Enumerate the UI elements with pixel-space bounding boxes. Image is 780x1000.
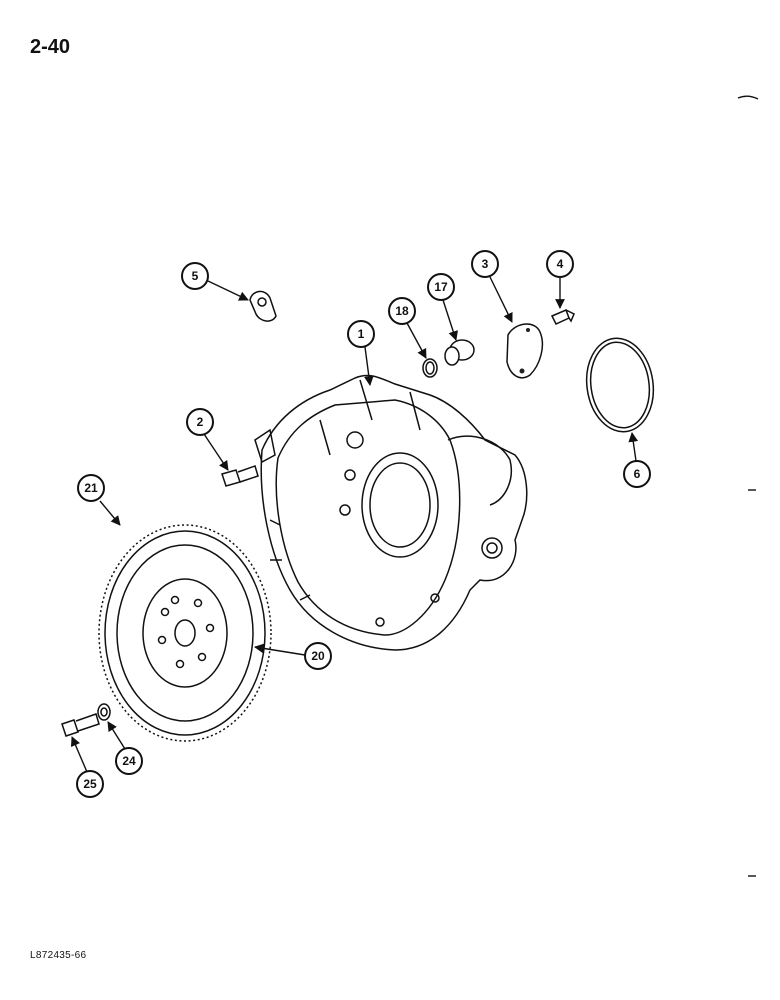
callout-20: 20 (304, 642, 332, 670)
clip (249, 290, 277, 322)
callout-1: 1 (347, 320, 375, 348)
callout-number: 18 (395, 304, 409, 318)
cap-screw-housing (221, 465, 259, 487)
flywheel-housing (254, 374, 528, 651)
callout-25: 25 (76, 770, 104, 798)
cap-screw-small (550, 309, 575, 325)
callout-18: 18 (388, 297, 416, 325)
margin-mark (737, 95, 759, 100)
callout-number: 20 (311, 649, 325, 663)
callout-number: 2 (197, 415, 204, 429)
callout-number: 4 (557, 257, 564, 271)
callout-number: 6 (634, 467, 641, 481)
callout-number: 17 (434, 280, 448, 294)
plug (444, 339, 475, 366)
o-ring (422, 358, 438, 378)
leader-lines (70, 276, 639, 773)
callout-5: 5 (181, 262, 209, 290)
page-number: 2-40 (30, 36, 71, 58)
callout-6: 6 (623, 460, 651, 488)
callout-number: 24 (122, 754, 136, 768)
callout-number: 5 (192, 269, 199, 283)
figure-code: L872435-66 (30, 950, 87, 961)
flywheel (98, 524, 272, 742)
callout-number: 25 (83, 777, 97, 791)
callout-2: 2 (186, 408, 214, 436)
seal-ring (585, 337, 655, 433)
callout-4: 4 (546, 250, 574, 278)
callout-21: 21 (77, 474, 105, 502)
callout-number: 3 (482, 257, 489, 271)
callout-17: 17 (427, 273, 455, 301)
callout-number: 21 (84, 481, 98, 495)
cover-plate (506, 323, 544, 379)
washer (97, 703, 111, 721)
callout-3: 3 (471, 250, 499, 278)
flywheel-bolt (61, 713, 100, 737)
callout-24: 24 (115, 747, 143, 775)
callout-number: 1 (358, 327, 365, 341)
